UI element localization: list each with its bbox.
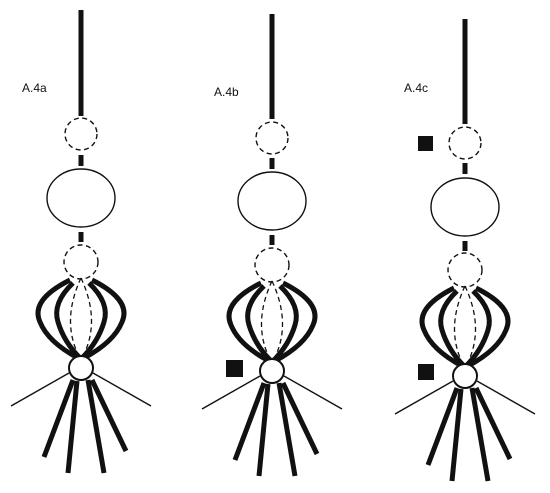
tail-strand [256, 383, 271, 477]
base-ring [452, 363, 478, 389]
outer-loop-left [226, 280, 271, 364]
tail-strand [425, 387, 460, 466]
outer-loop-right [466, 285, 511, 369]
diagram-label-a4b: A.4b [214, 85, 239, 99]
tail-strand [232, 382, 267, 461]
square-marker-a4c-bottom [418, 364, 434, 380]
inner-loop-left [245, 284, 273, 363]
large-ring [430, 177, 500, 237]
large-ring [237, 171, 307, 231]
diagram-label-a4c: A.4c [404, 81, 429, 95]
diagram-a4b [201, 14, 343, 477]
dashed-ring-top [64, 117, 98, 151]
side-line-left [201, 375, 261, 410]
outer-loop-right [82, 277, 127, 361]
inner-loop-left [54, 281, 82, 360]
side-line-right [283, 375, 343, 410]
square-marker-a4c-top [418, 136, 433, 151]
outer-loop-right [273, 280, 318, 364]
tail-strand [469, 387, 491, 482]
tail-strand [280, 381, 320, 456]
outer-loop-left [35, 277, 80, 361]
tail-strand [276, 382, 298, 477]
dashed-ring-bottom [254, 247, 290, 283]
tail-strand [89, 378, 129, 453]
tail-strand [85, 379, 107, 474]
diagram-a4a [10, 10, 152, 474]
base-ring [68, 355, 94, 381]
outer-loop-left [419, 285, 464, 369]
side-line-right [476, 380, 536, 415]
tail-strand [41, 379, 76, 458]
inner-loop-right [464, 289, 492, 368]
dashed-ring-top [255, 121, 289, 155]
inner-loop-right [80, 281, 108, 360]
large-ring [46, 168, 116, 228]
tail-strand [473, 386, 513, 461]
dashed-ring-top [448, 126, 482, 160]
square-marker-a4b-bottom [226, 360, 243, 377]
dashed-ring-bottom [447, 252, 483, 288]
tail-strand [449, 388, 464, 482]
side-line-left [10, 372, 70, 407]
base-ring [259, 358, 285, 384]
inner-loop-right [271, 284, 299, 363]
diagram-a4c [394, 19, 536, 482]
side-line-right [92, 372, 152, 407]
side-line-left [394, 380, 454, 415]
dashed-ring-bottom [63, 244, 99, 280]
inner-loop-left [438, 289, 466, 368]
tail-strand [65, 380, 80, 474]
diagram-label-a4a: A.4a [22, 81, 47, 95]
